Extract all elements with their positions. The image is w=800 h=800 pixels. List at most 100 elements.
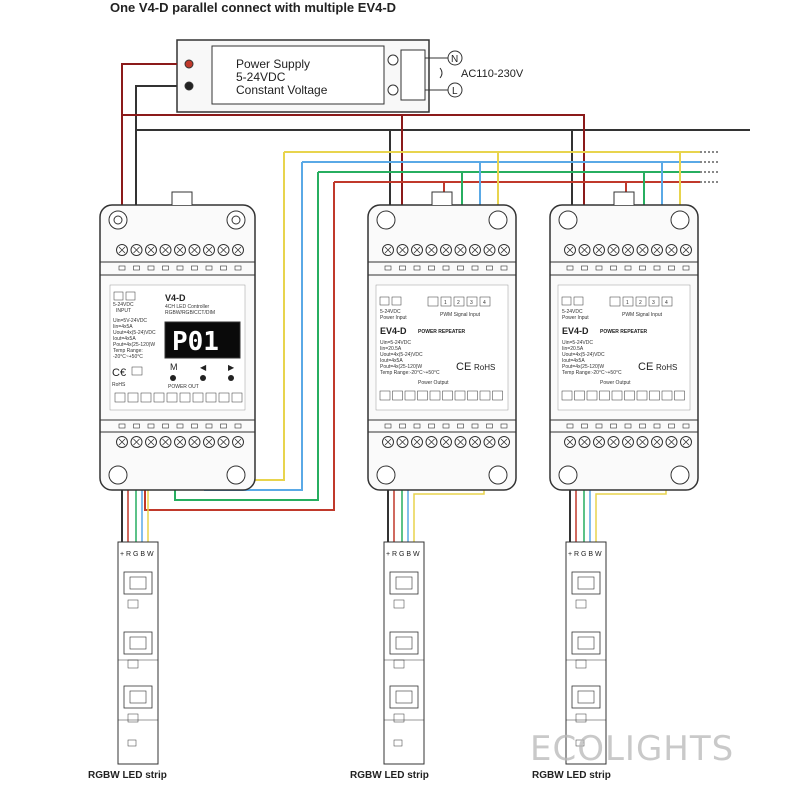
- v4d-m-button[interactable]: [170, 375, 176, 381]
- ev4d-power-input: Power Input: [562, 315, 589, 321]
- ev4d-pwm-channel: 2: [457, 300, 460, 306]
- v4d-input-voltage: 5-24VDC: [113, 302, 134, 308]
- v4d-output-terminal: [145, 436, 157, 448]
- ev4d-output-terminal: [622, 436, 634, 448]
- v4d-input-terminal: [116, 244, 128, 256]
- ev4d-spec-line: Pout=4x(25-120)W: [562, 364, 604, 370]
- ev4d-input-terminal: [425, 244, 438, 256]
- ev4d-pwm-channel: 4: [483, 300, 486, 306]
- ev4d-spec-line: Uin=5-24VDC: [380, 340, 411, 346]
- v4d-subtitle: 4CH LED Controller: [165, 304, 210, 310]
- v4d-output-terminal: [174, 436, 186, 448]
- ev4d-ce-mark: CE: [456, 361, 471, 373]
- v4d-m-label: M: [170, 362, 178, 372]
- ev4d-output-terminal: [665, 436, 678, 448]
- ev4d-output-terminal: [651, 436, 663, 448]
- ev4d-output-terminal: [680, 436, 692, 448]
- rgbw-led-strip-1: + R G B W: [117, 541, 159, 765]
- v4d-left-button[interactable]: [200, 375, 206, 381]
- v4d-bin-icon: [131, 366, 143, 376]
- power-supply-voltage: 5-24VDC: [236, 70, 286, 84]
- strip-pin-labels: + R G B W: [386, 551, 420, 558]
- dc-positive-wire: [121, 63, 177, 250]
- power-supply-type: Constant Voltage: [236, 83, 328, 97]
- v4d-input-terminal: [188, 244, 201, 256]
- ev4d-power-output: Power Output: [600, 380, 631, 386]
- strip-pin-labels: + R G B W: [120, 551, 154, 558]
- ev4d-output-terminal: [498, 436, 510, 448]
- ev4d-input-terminal: [564, 244, 576, 256]
- v4d-specs: Uin=5V-24VDCIin=4x5AUout=4x(5-24)VDCIout…: [113, 318, 156, 360]
- v4d-output-terminal: [188, 436, 201, 448]
- v4d-subtitle2: RGBW/RGB/CCT/DIM: [165, 310, 215, 316]
- strip-1-label: RGBW LED strip: [88, 770, 167, 781]
- v4d-spec-line: -20°C~+50°C: [113, 354, 143, 360]
- l-terminal-label: L: [452, 86, 458, 97]
- ev4d-input-terminal: [665, 244, 678, 256]
- power-supply: Power Supply 5-24VDC Constant Voltage N …: [176, 39, 524, 113]
- ev4d-output-terminal: [396, 436, 409, 448]
- ev4d-pwm-channel: 2: [639, 300, 642, 306]
- ev4d-spec-line: Iin=20.5A: [380, 346, 402, 352]
- ev4d-input-terminal: [593, 244, 605, 256]
- v4d-spec-line: Temp Range:: [113, 348, 143, 354]
- ev4d-output-terminal: [440, 436, 452, 448]
- v4d-spec-line: Uin=5V-24VDC: [113, 318, 147, 324]
- ev4d-rohs: RoHS: [656, 363, 677, 372]
- ev4d-spec-line: Iin=20.5A: [562, 346, 584, 352]
- rgbw-led-strip-3: + R G B W: [565, 541, 607, 765]
- ev4d-spec-line: Uout=4x(5-24)VDC: [562, 352, 605, 358]
- ev4d-pwm-channel: 3: [652, 300, 655, 306]
- ev4d-spec-line: Uout=4x(5-24)VDC: [380, 352, 423, 358]
- ev4d-spec-line: Iout=4x5A: [380, 358, 403, 364]
- v4d-spec-line: Pout=4x(25-120)W: [113, 342, 155, 348]
- rgbw-led-strip-2: + R G B W: [383, 541, 425, 765]
- power-supply-label-panel: [211, 45, 385, 105]
- resistor: [575, 713, 587, 723]
- ac-input-label: AC110-230V: [461, 68, 524, 80]
- v4d-controller: V4-D 4CH LED Controller RGBW/RGB/CCT/DIM…: [99, 191, 256, 491]
- v4d-input-terminal: [159, 244, 172, 256]
- ev4d-output-terminal: [483, 436, 496, 448]
- ev4d-subtitle: POWER REPEATER: [418, 329, 466, 335]
- ev4d-input-terminal: [411, 244, 423, 256]
- v4d-output-terminal: [217, 436, 230, 448]
- power-supply-title: Power Supply: [236, 57, 310, 71]
- v4d-output-terminal: [130, 436, 143, 448]
- ev4d-output-terminal: [636, 436, 649, 448]
- ev4d-input-terminal: [454, 244, 467, 256]
- v4d-ce-mark: C€: [112, 367, 126, 379]
- ev4d-input-terminal: [578, 244, 591, 256]
- ev4d-output-terminal: [454, 436, 467, 448]
- v4d-output-label: POWER OUT: [168, 384, 199, 390]
- ev4d-ce-mark: CE: [638, 361, 653, 373]
- ev4d-spec-line: Pout=4x(25-120)W: [380, 364, 422, 370]
- ev4d-model: EV4-D: [562, 326, 589, 336]
- ac-n-screw: [387, 54, 399, 66]
- ev4d-input-terminal: [622, 244, 634, 256]
- v4d-right-button[interactable]: [228, 375, 234, 381]
- v4d-output-terminal: [159, 436, 172, 448]
- ev4d-pwm-channel: 1: [444, 300, 447, 306]
- ev4d-input-terminal: [607, 244, 620, 256]
- resistor: [127, 659, 139, 669]
- v4d-output-terminal: [203, 436, 215, 448]
- v4d-model: V4-D: [165, 293, 186, 303]
- v4d-input-terminal: [232, 244, 244, 256]
- strip-3-label: RGBW LED strip: [532, 770, 611, 781]
- dc-positive-terminal: [184, 59, 194, 69]
- ev4d-input-terminal: [651, 244, 663, 256]
- ev4d-subtitle: POWER REPEATER: [600, 329, 648, 335]
- resistor: [127, 599, 139, 609]
- ev4d-output-terminal: [564, 436, 576, 448]
- n-terminal-label: N: [451, 54, 458, 65]
- ev4d-power-input: Power Input: [380, 315, 407, 321]
- ev4d-output-terminal: [469, 436, 481, 448]
- ev4d-output-terminal: [578, 436, 591, 448]
- v4d-spec-line: Uout=4x(5-24)VDC: [113, 330, 156, 336]
- resistor: [393, 659, 405, 669]
- v4d-spec-line: Iin=4x5A: [113, 324, 133, 330]
- ev4d-spec-line: Uin=5-24VDC: [562, 340, 593, 346]
